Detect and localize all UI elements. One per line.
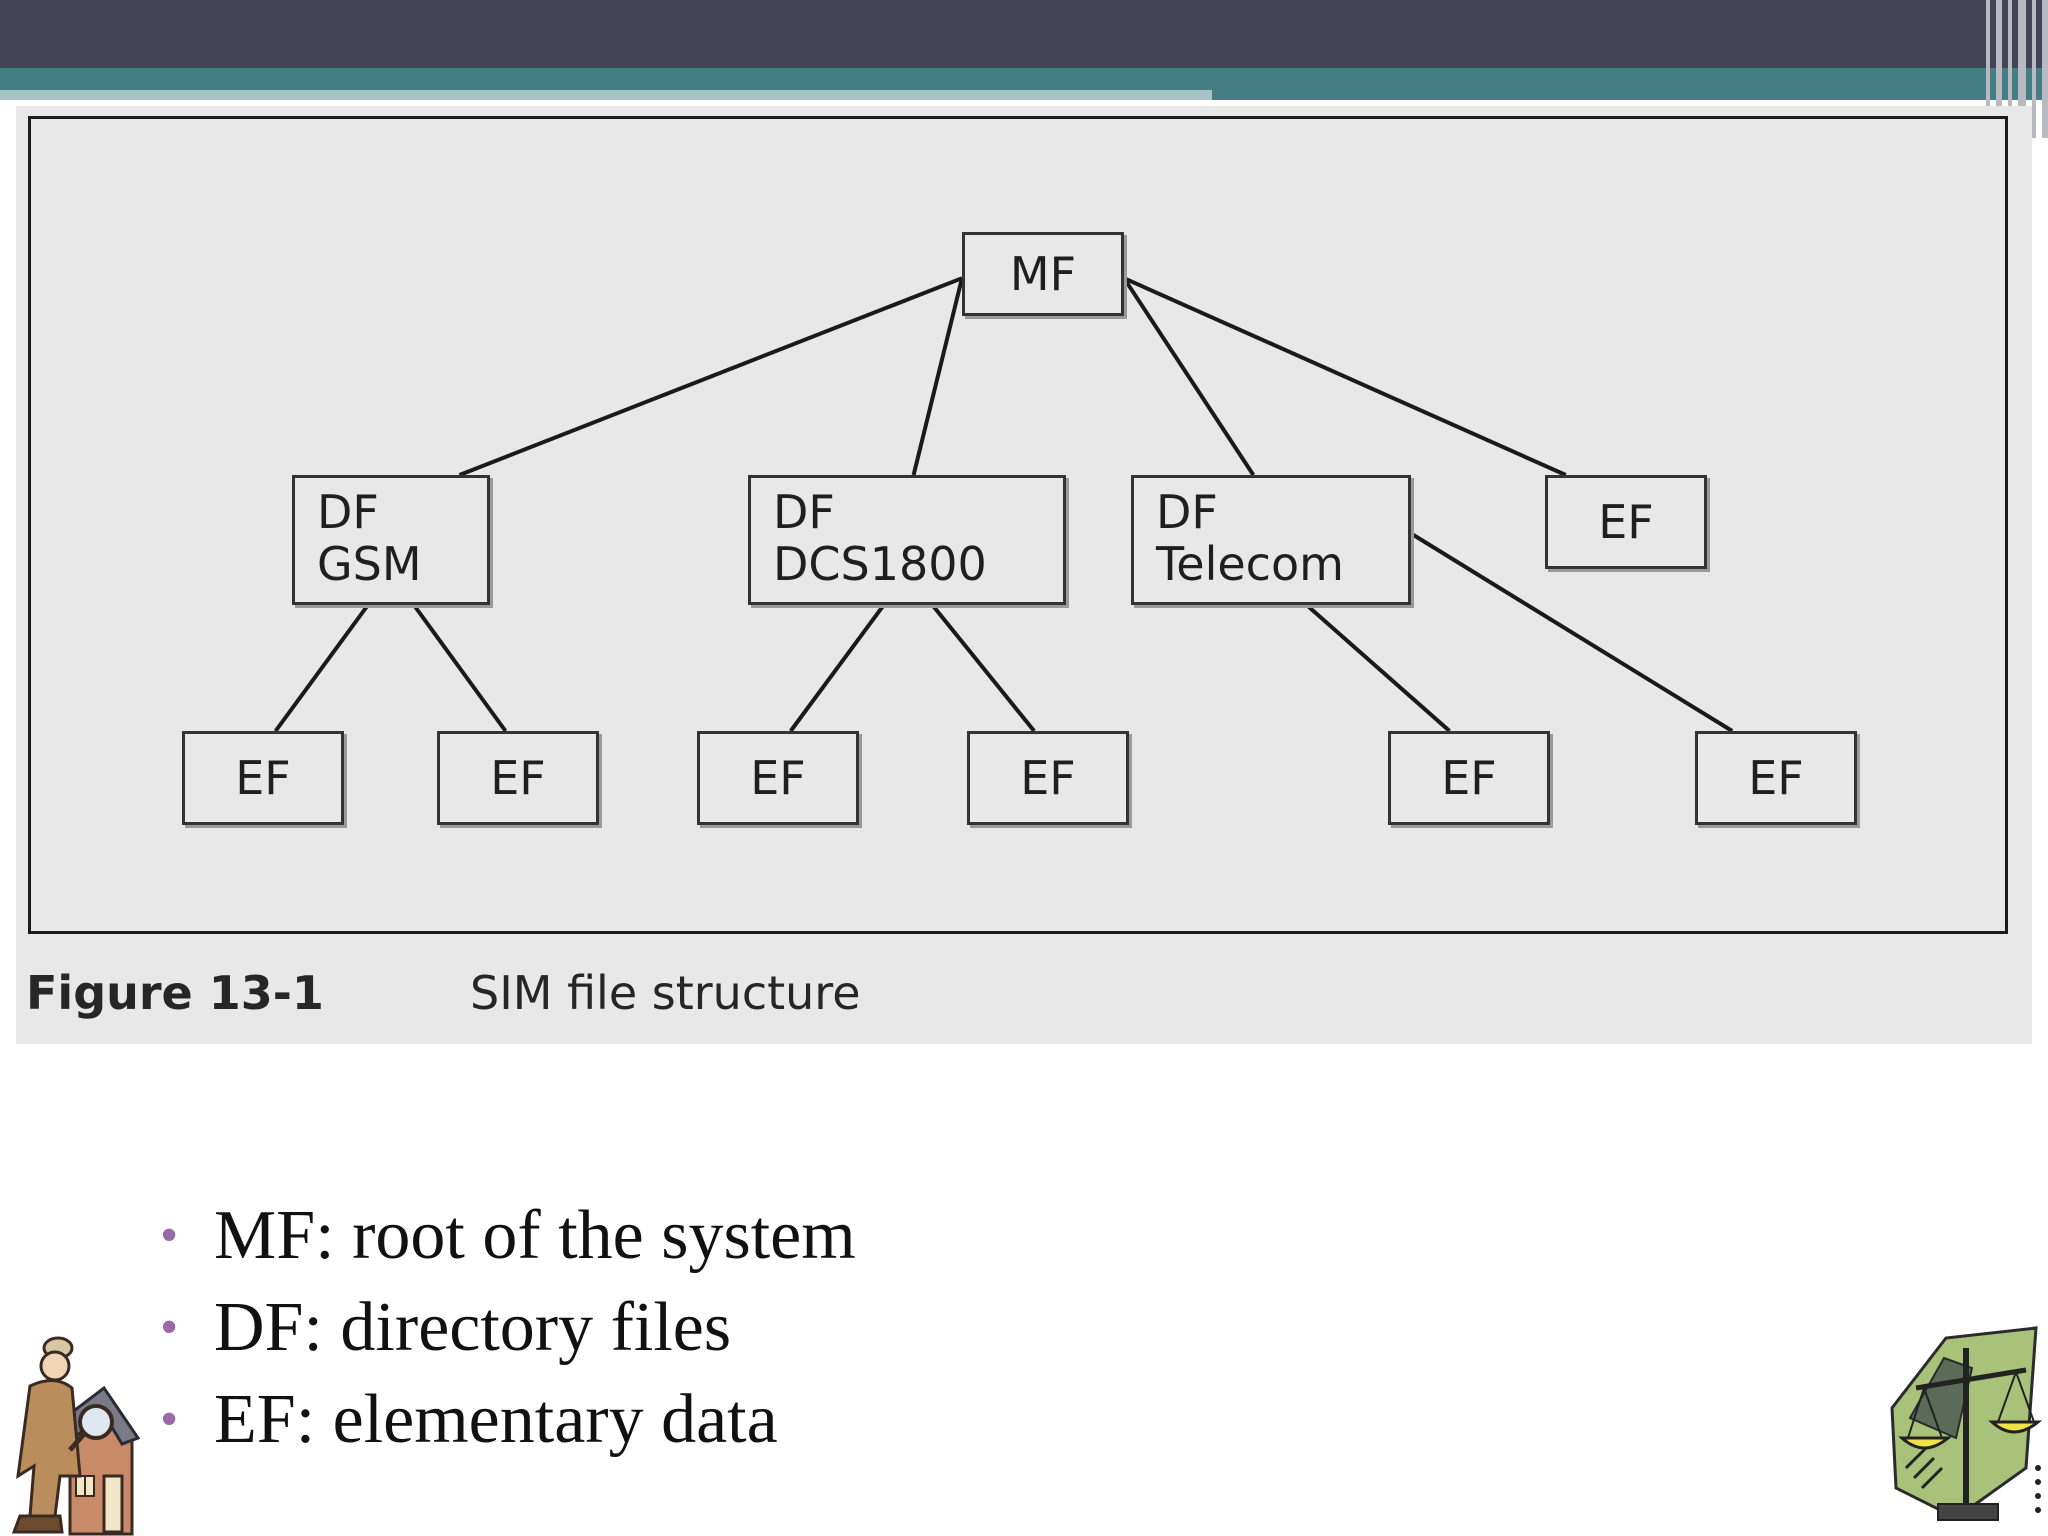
node-ef-gsm-1: EF — [182, 731, 344, 825]
node-label: EF — [1020, 751, 1076, 805]
node-label: Telecom — [1156, 537, 1344, 591]
corner-stripes — [1986, 0, 2048, 138]
bullet-text: MF: root of the system — [214, 1197, 856, 1274]
bullet-text: EF: elementary data — [214, 1381, 778, 1458]
edge-mf-df_telecom — [1122, 277, 1256, 477]
bullet-icon: • — [160, 1391, 179, 1448]
edge-df_gsm-ef_gsm_1 — [273, 603, 370, 733]
figure-title: SIM file structure — [470, 966, 861, 1020]
header-bar — [0, 0, 2048, 68]
edge-mf-ef_root — [1123, 276, 1567, 477]
node-label: EF — [1748, 751, 1804, 805]
figure-caption: Figure 13-1 SIM file structure — [26, 966, 861, 1026]
node-mf: MF — [962, 232, 1124, 316]
edge-df_dcs-ef_dcs_2 — [930, 603, 1036, 733]
header-highlight-bar — [0, 90, 1212, 100]
edge-df_gsm-ef_gsm_2 — [412, 603, 508, 733]
node-df-gsm: DF GSM — [292, 475, 490, 605]
node-label: EF — [235, 751, 291, 805]
node-label: EF — [750, 751, 806, 805]
edge-mf-df_dcs — [911, 277, 964, 476]
detective-house-clipart — [11, 1336, 140, 1536]
node-ef-root: EF — [1545, 475, 1707, 569]
scales-clipart — [1890, 1326, 2043, 1521]
edge-mf-df_gsm — [458, 276, 963, 477]
node-label: EF — [1598, 495, 1654, 549]
tree-edges — [273, 276, 1734, 733]
bullet-icon: • — [160, 1299, 179, 1356]
node-ef-dcs-2: EF — [967, 731, 1129, 825]
node-ef-telecom-2: EF — [1695, 731, 1857, 825]
list-item: • EF: elementary data — [160, 1374, 856, 1466]
node-label: EF — [490, 751, 546, 805]
node-df-telecom: DF Telecom — [1131, 475, 1411, 605]
figure-panel: MF DF GSM DF DCS1800 DF Telecom EF EF EF… — [16, 106, 2032, 1044]
node-label: EF — [1441, 751, 1497, 805]
node-label: MF — [1009, 247, 1077, 301]
diagram-frame: MF DF GSM DF DCS1800 DF Telecom EF EF EF… — [28, 116, 2008, 934]
figure-number: Figure 13-1 — [26, 966, 324, 1020]
node-df-dcs1800: DF DCS1800 — [748, 475, 1066, 605]
node-label: DF — [317, 485, 379, 539]
node-label: GSM — [317, 537, 422, 591]
edge-df_telecom-ef_tel_1 — [1305, 603, 1451, 733]
bullet-list: • MF: root of the system • DF: directory f… — [160, 1190, 856, 1466]
edge-df_dcs-ef_dcs_1 — [789, 603, 886, 733]
node-ef-gsm-2: EF — [437, 731, 599, 825]
list-item: • MF: root of the system — [160, 1190, 856, 1282]
bullet-icon: • — [160, 1207, 179, 1264]
node-ef-dcs-1: EF — [697, 731, 859, 825]
edge-df_telecom-ef_tel_2 — [1409, 531, 1734, 733]
node-label: DCS1800 — [773, 537, 987, 591]
node-label: DF — [1156, 485, 1218, 539]
node-ef-telecom-1: EF — [1388, 731, 1550, 825]
node-label: DF — [773, 485, 835, 539]
bullet-text: DF: directory files — [214, 1289, 732, 1366]
list-item: • DF: directory files — [160, 1282, 856, 1374]
